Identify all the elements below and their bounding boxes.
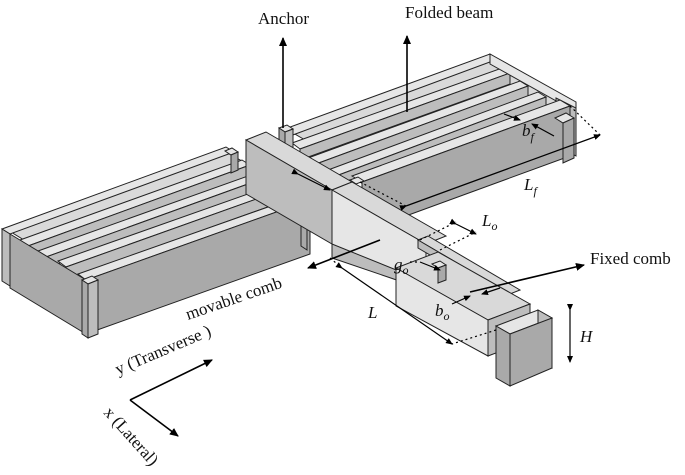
- y-axis-label: y (Transverse ): [112, 321, 214, 378]
- lf-dimension: [399, 134, 601, 211]
- bo-symbol: bo: [435, 301, 450, 323]
- go-symbol: go: [394, 255, 409, 277]
- bo-arrow-2: [481, 287, 501, 295]
- folded-beam-label: Folded beam: [405, 3, 493, 22]
- annotations: [129, 35, 601, 437]
- x-axis-arrow: [129, 399, 179, 437]
- lf-extension-right: [569, 105, 601, 136]
- anchor-label: Anchor: [258, 9, 309, 28]
- lo-extension-right: [439, 231, 477, 251]
- bf-arrow: [531, 123, 555, 137]
- lo-extension-left: [419, 221, 457, 241]
- movable-comb-arrow: [307, 239, 381, 269]
- lo-dimension: [449, 218, 477, 235]
- y-axis-arrow: [129, 359, 213, 401]
- bf-arrow-2: [503, 113, 521, 121]
- l-symbol: L: [367, 303, 377, 322]
- fixed-comb-arrow: [469, 262, 585, 293]
- bf-symbol: bf: [522, 121, 536, 144]
- bo-arrow: [451, 295, 471, 305]
- h-symbol: H: [579, 327, 594, 346]
- center-dimension: [291, 168, 331, 191]
- lf-extension-left: [359, 181, 407, 207]
- l-dimension: [335, 262, 453, 345]
- fixed-comb-label: Fixed comb: [590, 249, 671, 268]
- lo-symbol: Lo: [481, 211, 497, 233]
- lf-symbol: Lf: [523, 175, 538, 198]
- x-axis-label: x (Lateral): [100, 403, 162, 469]
- left-folded-beam-box: [0, 146, 316, 339]
